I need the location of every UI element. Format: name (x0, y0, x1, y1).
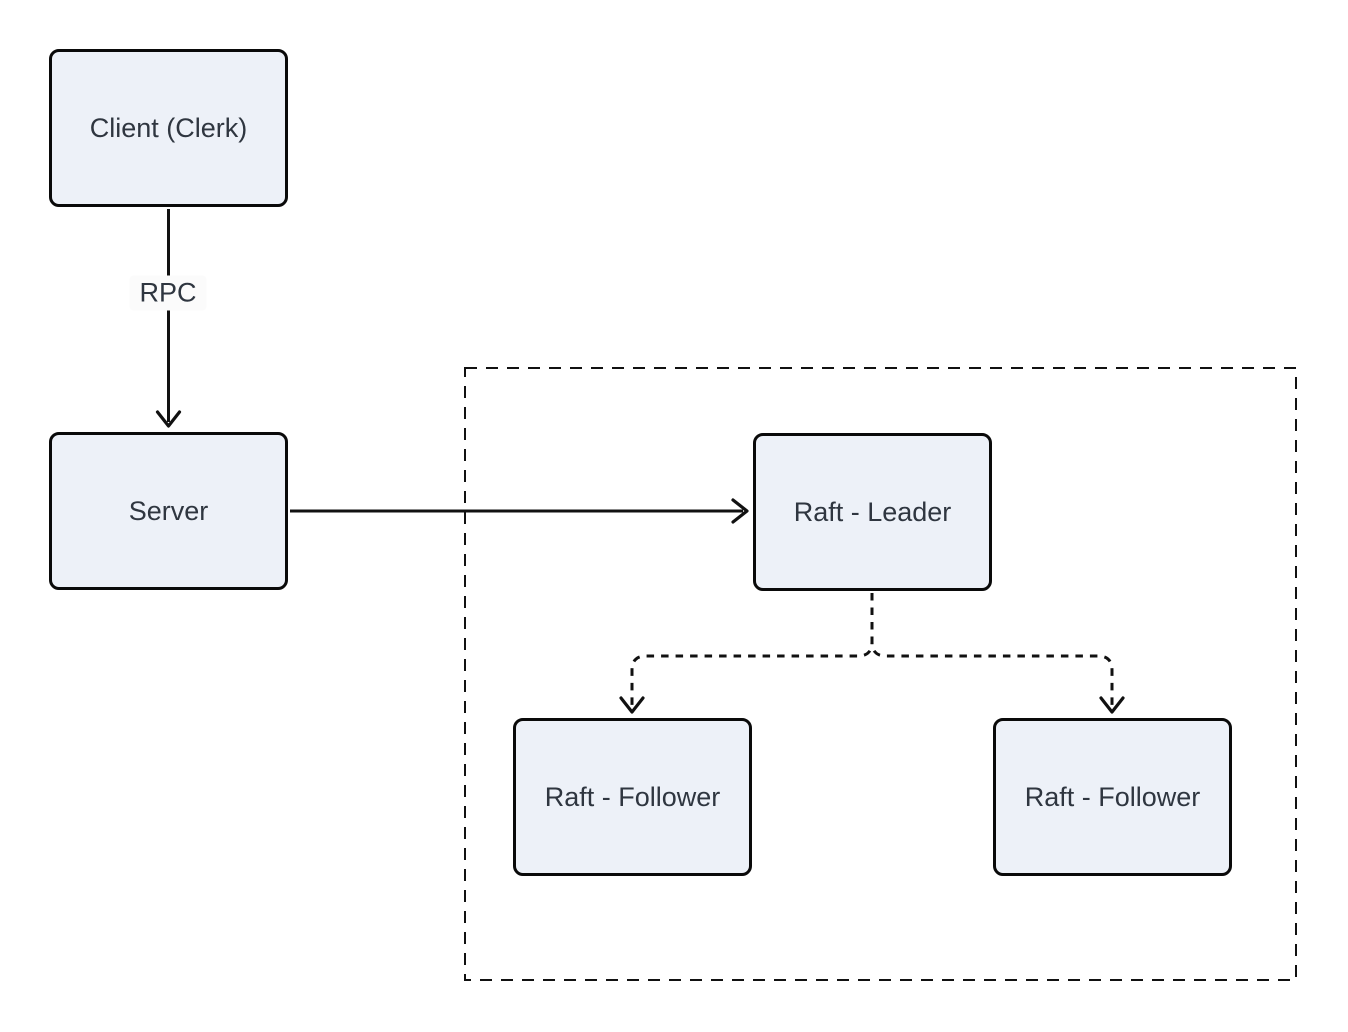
arrowhead-leader-follower1 (619, 696, 645, 714)
edge-leader-follower2 (870, 593, 1114, 706)
node-server: Server (49, 432, 288, 590)
node-server-label: Server (128, 495, 209, 526)
edge-label-rpc: RPC (129, 275, 207, 311)
arrowhead-client-server (155, 410, 182, 428)
node-raft-follower-right-label: Raft - Follower (1024, 781, 1201, 812)
node-raft-follower-left-label: Raft - Follower (544, 781, 721, 812)
node-raft-leader: Raft - Leader (753, 433, 992, 591)
node-raft-leader-label: Raft - Leader (793, 496, 952, 527)
node-client-label: Client (Clerk) (89, 112, 248, 143)
arrowhead-leader-follower2 (1099, 696, 1125, 714)
node-client: Client (Clerk) (49, 49, 288, 207)
arrowhead-server-leader (731, 498, 749, 524)
node-raft-follower-right: Raft - Follower (993, 718, 1232, 876)
edge-leader-follower1 (630, 593, 874, 706)
node-raft-follower-left: Raft - Follower (513, 718, 752, 876)
raft-cluster-boundary (464, 367, 1297, 981)
